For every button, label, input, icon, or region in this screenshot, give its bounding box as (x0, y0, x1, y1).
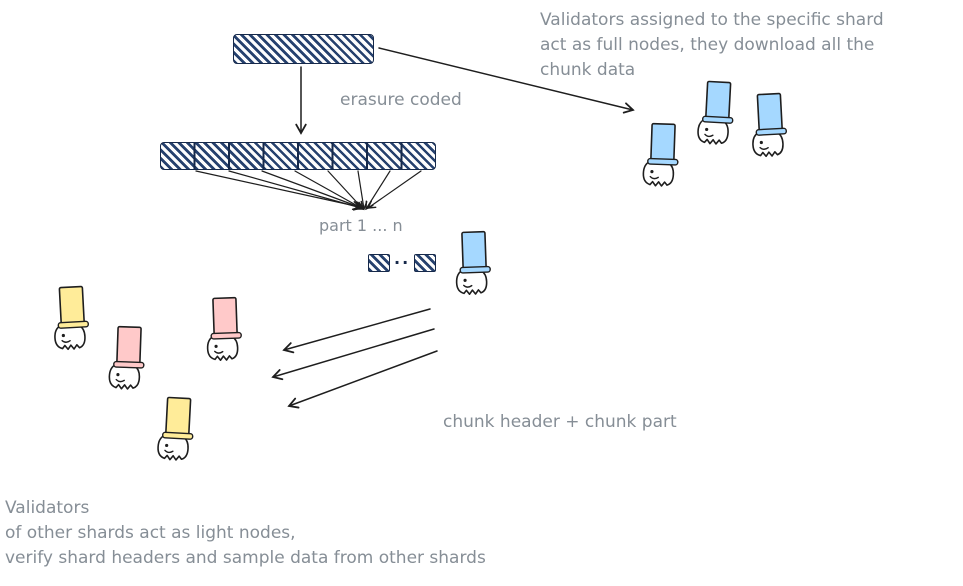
chunk-part-square-2 (414, 254, 436, 272)
annotation-line: Validators assigned to the specific shar… (540, 10, 884, 30)
erasure-coded-label: erasure coded (340, 90, 462, 110)
validator-blue-full-node-1 (696, 80, 736, 146)
annotation-line: verify shard headers and sample data fro… (5, 548, 486, 568)
validator-yellow-light-node-1 (51, 285, 91, 351)
ellipsis-label: .. (394, 249, 411, 268)
chunk-box (233, 34, 374, 64)
validator-pink-light-node-1 (108, 325, 146, 391)
full-node-annotation: Validators assigned to the specific shar… (540, 8, 884, 83)
validator-yellow-light-node-2 (156, 396, 196, 462)
part-range-label: part 1 ... n (319, 216, 403, 235)
annotation-line: chunk data (540, 60, 636, 80)
annotation-line: act as full nodes, they download all the (540, 35, 875, 55)
annotation-line: of other shards act as light nodes, (5, 523, 296, 543)
validator-blue-full-node-3 (642, 122, 680, 188)
light-node-annotation: Validators of other shards act as light … (5, 496, 486, 571)
validator-blue-distributor (454, 230, 492, 296)
erasure-coded-parts-box (160, 142, 436, 170)
validator-blue-full-node-2 (749, 92, 789, 158)
chunk-part-square-1 (368, 254, 390, 272)
chunk-transfer-label: chunk header + chunk part (443, 412, 677, 432)
parts-fanout-lines (195, 170, 422, 211)
validator-pink-light-node-2 (205, 296, 243, 362)
part-delivery-arrows (271, 308, 438, 409)
annotation-line: Validators (5, 498, 90, 518)
